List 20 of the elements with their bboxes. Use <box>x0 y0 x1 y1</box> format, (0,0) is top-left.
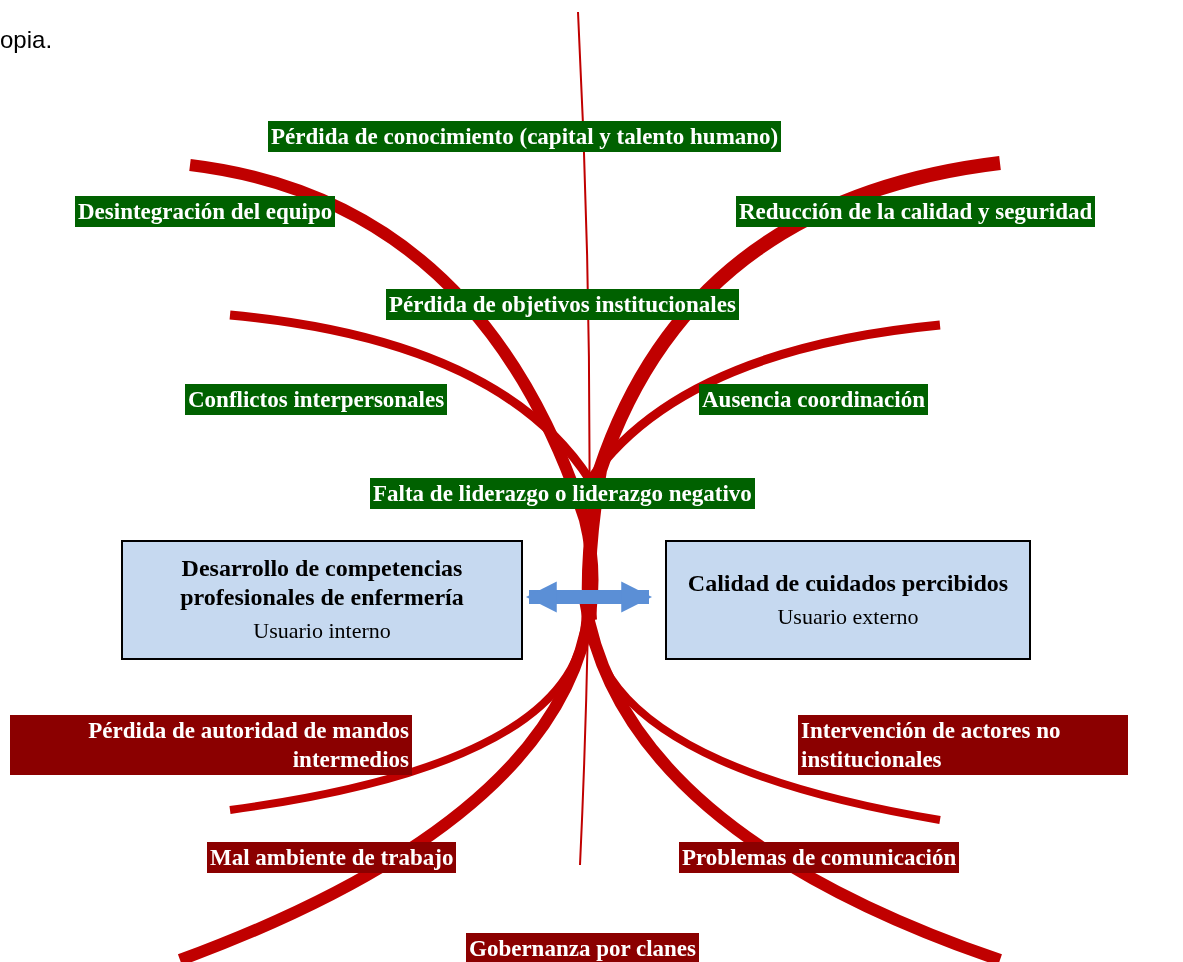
box-subtitle: Usuario externo <box>777 602 919 631</box>
box-heading: Desarrollo de competencias profesionales de enfermería <box>179 554 465 612</box>
effect-label: Ausencia coordinación <box>699 384 928 415</box>
outcome-box <box>121 540 523 660</box>
text-fragment: opia. <box>0 26 53 54</box>
cause-label: Pérdida de autoridad de mandos intermedios <box>10 715 412 775</box>
box-heading: Calidad de cuidados percibidos <box>687 568 1009 598</box>
effect-label: Pérdida de conocimiento (capital y talento humano) <box>268 121 782 152</box>
cause-label: Gobernanza por clanes <box>466 933 700 962</box>
cause-label: Intervención de actores no institucionales <box>798 715 1128 775</box>
outcome-box <box>665 540 1031 660</box>
cause-label: Mal ambiente de trabajo <box>207 842 457 873</box>
effect-label: Desintegración del equipo <box>75 196 336 227</box>
box-subtitle: Usuario interno <box>253 617 391 645</box>
effect-label: Falta de liderazgo o liderazgo negativo <box>370 478 755 509</box>
effect-label: Reducción de la calidad y seguridad <box>736 196 1096 227</box>
cause-label: Problemas de comunicación <box>679 842 960 873</box>
effect-label: Pérdida de objetivos institucionales <box>386 289 739 320</box>
effect-label: Conflictos interpersonales <box>185 384 448 415</box>
double-arrow <box>525 581 653 613</box>
